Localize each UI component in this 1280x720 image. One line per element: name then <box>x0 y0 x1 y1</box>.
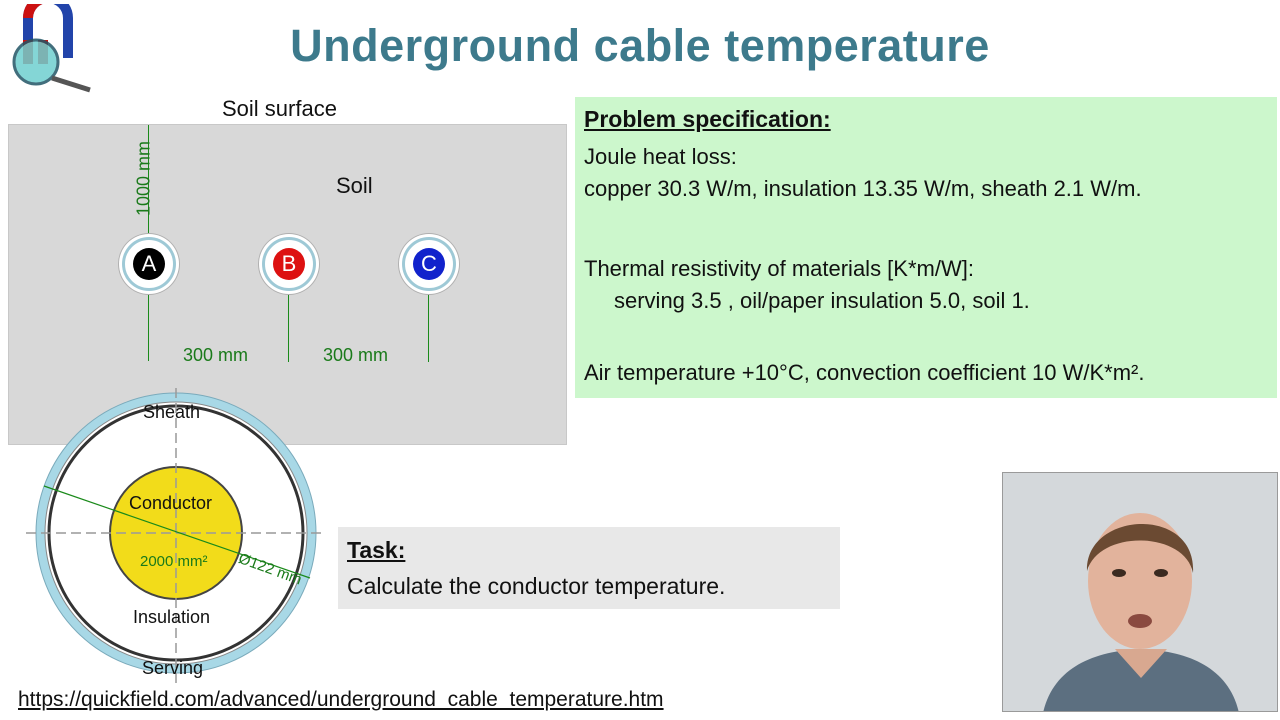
insulation-label: Insulation <box>133 607 211 627</box>
sheath-label: Sheath <box>143 402 201 422</box>
cable-b-core: B <box>273 248 305 280</box>
reference-url-link[interactable]: https://quickfield.com/advanced/undergro… <box>18 688 664 711</box>
air-temperature-text: Air temperature +10°C, convection coeffi… <box>584 360 1145 385</box>
serving-label: Serving <box>142 658 204 678</box>
soil-label: Soil <box>336 173 373 198</box>
page-title: Underground cable temperature <box>290 20 990 71</box>
thermal-resistivity-values: serving 3.5 , oil/paper insulation 5.0, … <box>614 288 1030 313</box>
cable-c: C <box>405 240 453 288</box>
task-heading: Task: <box>347 537 406 563</box>
diameter-dimension-line <box>43 485 311 579</box>
conductor-label: Conductor <box>129 493 213 513</box>
cable-a-core: A <box>133 248 165 280</box>
task-text: Calculate the conductor temperature. <box>347 573 726 599</box>
task-panel: Task: Calculate the conductor temperatur… <box>338 527 840 609</box>
cable-c-core: C <box>413 248 445 280</box>
cable-b-axis-line <box>288 262 289 362</box>
cable-a: A <box>125 240 173 288</box>
quickfield-logo-icon <box>12 4 91 93</box>
presenter-video[interactable] <box>1002 472 1278 712</box>
presenter-image <box>1003 473 1277 711</box>
conductor-area-label: 2000 mm² <box>140 553 208 570</box>
problem-specification-panel: Problem specification: Joule heat loss: … <box>575 97 1277 398</box>
cable-c-axis-line <box>428 262 429 362</box>
cable-cross-section <box>26 388 326 683</box>
soil-surface-label: Soil surface <box>222 96 337 121</box>
joule-heat-label: Joule heat loss: <box>584 144 737 169</box>
cable-b: B <box>265 240 313 288</box>
depth-dimension-label: 1000 mm <box>133 140 154 217</box>
spacing-label-ab: 300 mm <box>183 345 249 365</box>
spec-heading: Problem specification: <box>584 106 831 132</box>
joule-heat-values: copper 30.3 W/m, insulation 13.35 W/m, s… <box>584 176 1142 201</box>
spacing-label-bc: 300 mm <box>323 345 389 365</box>
thermal-resistivity-label: Thermal resistivity of materials [K*m/W]… <box>584 256 974 281</box>
